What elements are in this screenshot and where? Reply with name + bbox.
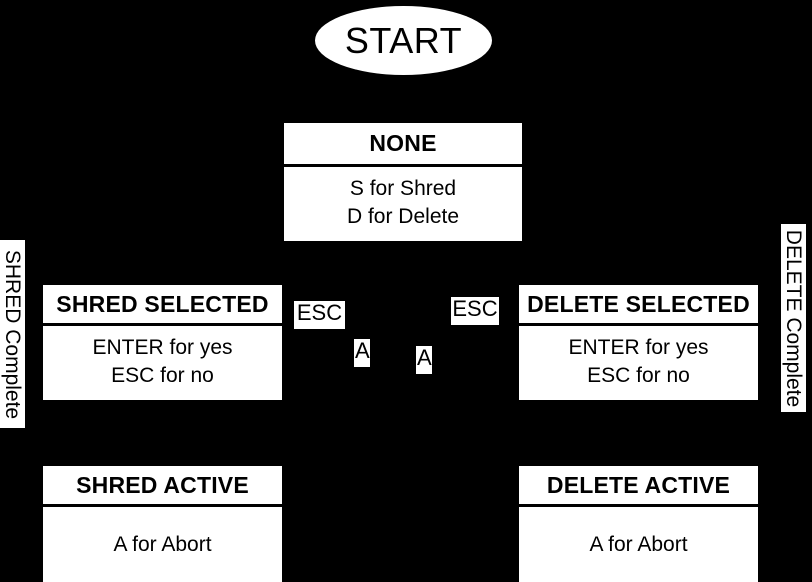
state-delete-selected-line-1: ENTER for yes (568, 336, 709, 360)
state-shred-selected-body: ENTER for yes ESC for no (43, 326, 282, 400)
state-none[interactable]: NONE S for Shred D for Delete (284, 123, 522, 241)
side-label-delete-complete: DELETE Complete (781, 224, 806, 412)
state-delete-selected-line-2: ESC for no (587, 364, 690, 387)
edge-delete-selected-to-active (638, 400, 641, 466)
state-shred-selected-title: SHRED SELECTED (43, 285, 282, 326)
transition-label-esc-left: ESC (294, 301, 345, 329)
state-delete-selected[interactable]: DELETE SELECTED ENTER for yes ESC for no (519, 285, 758, 400)
state-shred-selected[interactable]: SHRED SELECTED ENTER for yes ESC for no (43, 285, 282, 400)
state-delete-active[interactable]: DELETE ACTIVE A for Abort (519, 466, 758, 582)
transition-label-esc-right: ESC (451, 297, 499, 325)
state-delete-selected-body: ENTER for yes ESC for no (519, 326, 758, 400)
edge-shred-abort-return (362, 366, 365, 426)
state-delete-active-line-1: A for Abort (589, 533, 688, 556)
state-shred-selected-line-2: ESC for no (111, 364, 214, 387)
state-shred-active-title: SHRED ACTIVE (43, 466, 282, 507)
edge-none-to-shred-selected (162, 241, 165, 285)
side-label-shred-complete-text: SHRED Complete (1, 249, 25, 419)
state-delete-active-title: DELETE ACTIVE (519, 466, 758, 507)
state-shred-active-body: A for Abort (43, 507, 282, 582)
transition-label-abort-right: A (416, 346, 432, 374)
edge-start-to-none (402, 74, 405, 123)
edge-shred-selected-to-active (162, 400, 165, 466)
start-node[interactable]: START (315, 6, 492, 75)
edge-none-to-delete-selected (638, 241, 641, 285)
state-delete-active-body: A for Abort (519, 507, 758, 582)
state-none-line-2: D for Delete (346, 205, 460, 228)
start-node-label: START (344, 19, 463, 61)
transition-label-abort-left: A (354, 339, 370, 367)
state-none-body: S for Shred D for Delete (284, 167, 522, 241)
state-none-title: NONE (284, 123, 522, 167)
state-shred-active[interactable]: SHRED ACTIVE A for Abort (43, 466, 282, 582)
side-label-delete-complete-text: DELETE Complete (782, 229, 805, 407)
side-label-shred-complete: SHRED Complete (0, 240, 25, 428)
state-shred-active-line-1: A for Abort (113, 533, 212, 556)
state-shred-selected-line-1: ENTER for yes (92, 336, 233, 360)
state-delete-selected-title: DELETE SELECTED (519, 285, 758, 326)
state-none-line-1: S for Shred (349, 177, 457, 201)
edge-delete-abort-return (423, 373, 426, 433)
